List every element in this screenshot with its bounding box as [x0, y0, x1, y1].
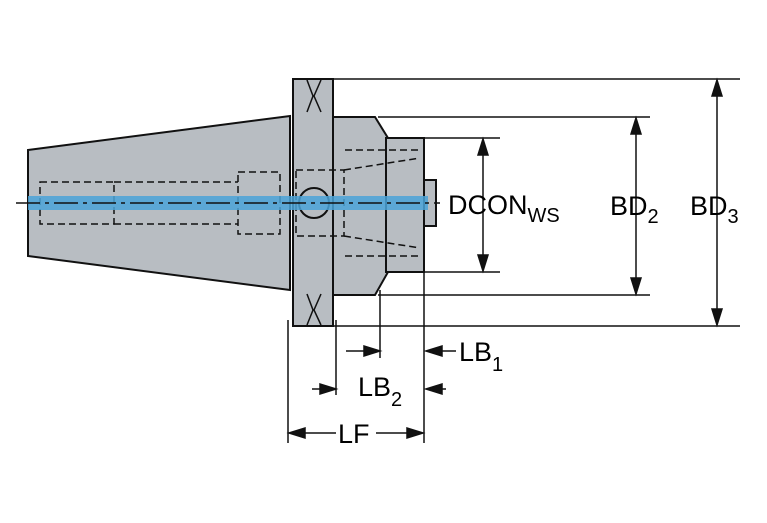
bd3-label: BD3	[690, 191, 739, 228]
lf-label: LF	[338, 419, 370, 449]
coolant-channel	[16, 196, 440, 210]
dimension-extension-lines	[287, 78, 740, 443]
lb1-label: LB1	[459, 337, 503, 376]
dcon-ws-label: DCONWS	[448, 190, 560, 227]
bd2-label: BD2	[610, 191, 659, 228]
lb2-label: LB2	[358, 372, 402, 411]
dimension-arrows	[286, 77, 724, 440]
